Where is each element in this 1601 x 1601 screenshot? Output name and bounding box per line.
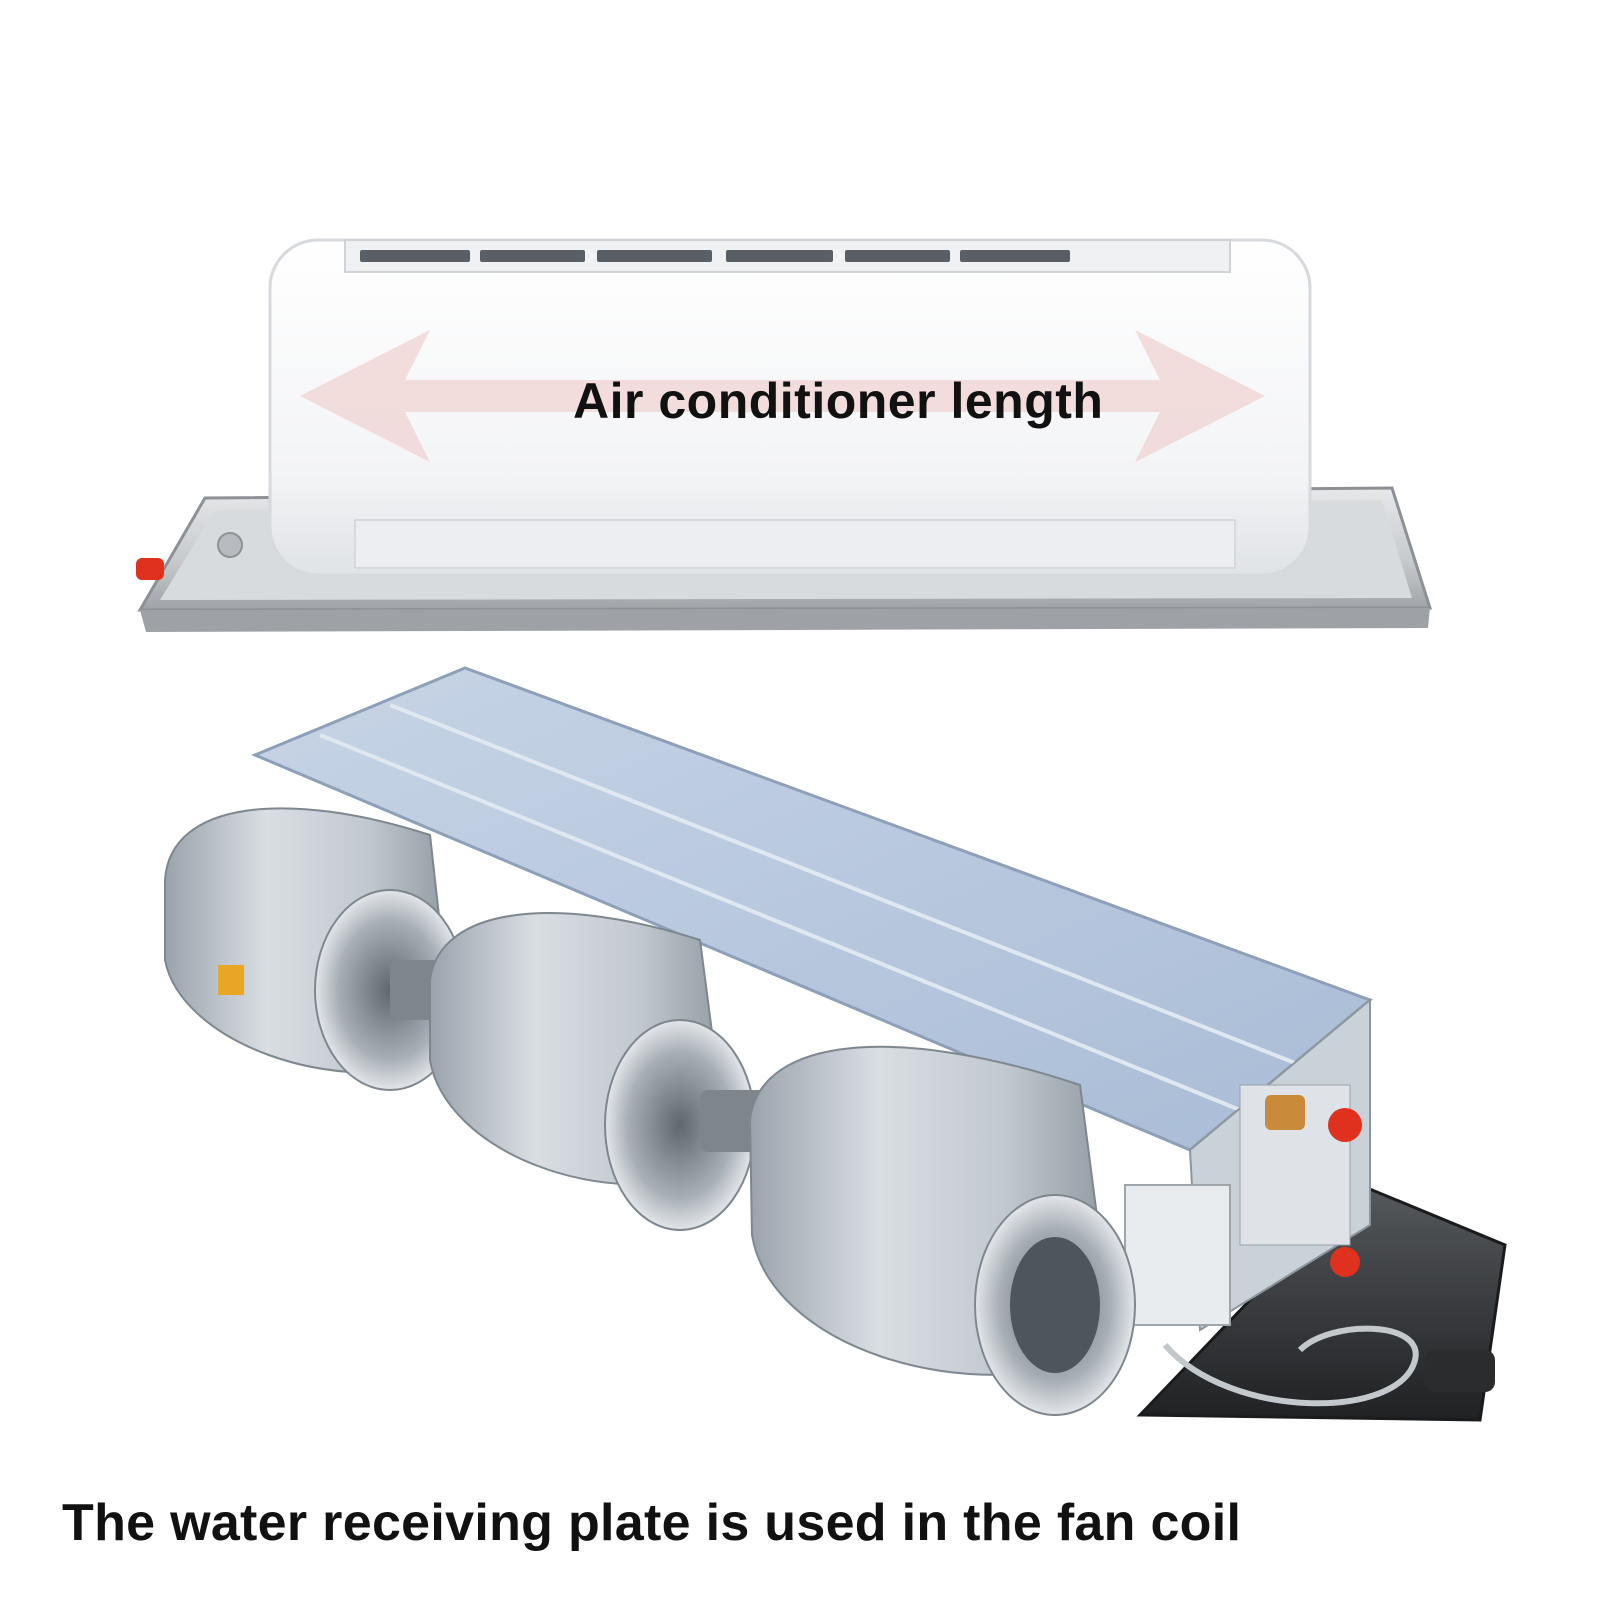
fan-coil-unit: [164, 666, 1507, 1422]
bottom-caption: The water receiving plate is used in the…: [62, 1494, 1242, 1552]
junction-box: [1124, 1184, 1231, 1326]
red-valve-cap-upper: [1328, 1108, 1362, 1142]
blower-housing-2: [429, 912, 756, 1231]
red-valve-cap-lower: [1330, 1247, 1360, 1277]
blower-housing-1: [164, 807, 466, 1091]
top-caption: Air conditioner length: [573, 373, 1104, 429]
red-drain-plug: [136, 558, 164, 580]
wall-air-conditioner: [268, 238, 1312, 577]
double-arrow-icon: [300, 330, 1265, 462]
air-vent-slots: [360, 250, 1070, 262]
blower-housing-3: [748, 1045, 1136, 1416]
